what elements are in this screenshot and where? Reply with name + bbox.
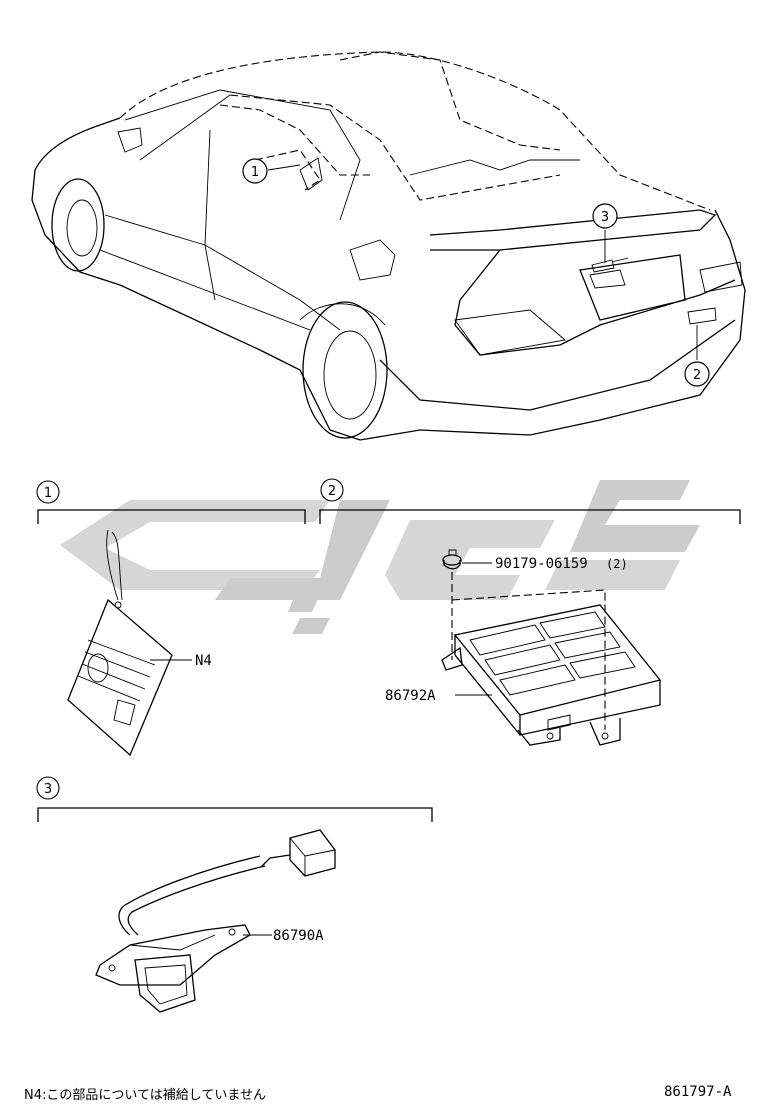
part-86792a-label: 86792A — [385, 688, 436, 704]
part-bolt-label: 90179-06159 — [495, 556, 588, 572]
svg-text:3: 3 — [44, 782, 52, 797]
part-n4-label: N4 — [195, 653, 212, 669]
section-1: 1 N4 — [36, 480, 306, 757]
part-86790a-label: 86790A — [273, 928, 324, 944]
svg-text:2: 2 — [693, 368, 701, 383]
diagram-code: 861797-A — [664, 1084, 732, 1100]
car-illustration — [31, 51, 746, 441]
part-bolt-qty: (2) — [606, 557, 628, 571]
svg-text:1: 1 — [251, 165, 259, 180]
svg-text:2: 2 — [328, 484, 336, 499]
footer-note: N4:この部品については補給していません — [24, 1088, 266, 1103]
watermark — [60, 480, 700, 634]
ecu-module — [441, 604, 662, 746]
section-3: 3 86790A — [36, 776, 433, 1013]
callout-1: 1 — [242, 158, 268, 184]
svg-text:1: 1 — [44, 486, 52, 501]
svg-text:3: 3 — [601, 210, 609, 225]
section-2: 2 90179-06159 (2) — [319, 478, 741, 746]
callout-2: 2 — [684, 361, 710, 387]
back-camera — [95, 829, 336, 1013]
callout-3: 3 — [592, 203, 618, 229]
caution-card — [67, 529, 192, 757]
bolt-icon — [442, 549, 462, 570]
